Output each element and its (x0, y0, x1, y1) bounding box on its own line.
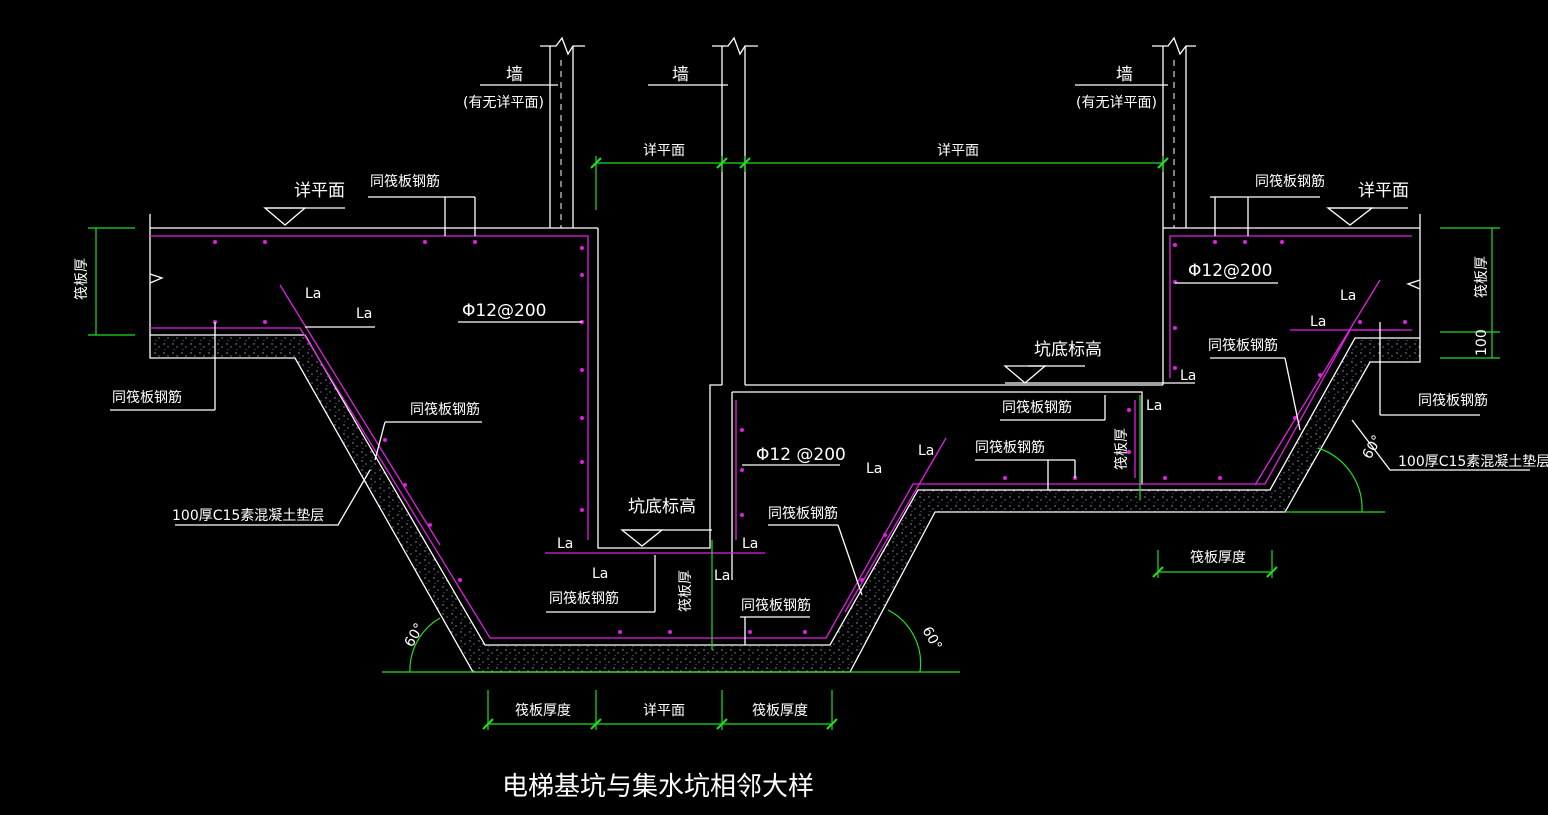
rebar-label-right-slope: 同筏板钢筋 (1208, 337, 1278, 354)
angle-right: 60° (1360, 432, 1386, 462)
wall-label-left: 墙 (506, 65, 523, 85)
wall-label-middle: 墙 (672, 65, 689, 85)
rebar-spec-middle: Φ12 @200 (756, 445, 846, 465)
dim-raft-thickness-2: 筏板厚度 (752, 702, 808, 719)
drawing-title: 电梯基坑与集水坑相邻大样 (502, 772, 814, 802)
la-label-6: La (1146, 398, 1162, 414)
rebar-spec-left: Φ12@200 (462, 301, 546, 321)
wall-label-right: 墙 (1116, 65, 1133, 85)
dim-raft-thickness-1: 筏板厚度 (515, 702, 571, 719)
rebar-spec-right: Φ12@200 (1188, 261, 1272, 281)
text-labels: 墙 (有无详平面) 墙 墙 (有无详平面) 详平面 详平面 详平面 详平面 同筏… (73, 65, 1548, 802)
la-label-9: La (557, 536, 573, 552)
la-label-5: La (1180, 368, 1196, 384)
raft-thick-pit: 筏板厚 (677, 570, 694, 612)
dim-detail-plan-2: 详平面 (937, 143, 979, 159)
la-label-8: La (866, 461, 882, 477)
la-label-2: La (356, 306, 372, 322)
dim-detail-plan-bottom: 详平面 (643, 703, 685, 719)
dim-raft-thickness-right: 筏板厚度 (1190, 549, 1246, 566)
rebar-label-sump-1: 同筏板钢筋 (1002, 399, 1072, 416)
pit-bottom-elev-right: 坑底标高 (1034, 340, 1102, 360)
detail-plan-label-left: 详平面 (294, 181, 345, 201)
dim-100: 100 (1474, 329, 1490, 356)
raft-thick-left: 筏板厚 (73, 258, 90, 300)
wall-note-right: (有无详平面) (1076, 95, 1157, 111)
wall-middle (712, 36, 758, 385)
rebar-label-slope-middle: 同筏板钢筋 (768, 505, 838, 522)
la-label-1: La (305, 286, 321, 302)
cushion-label-left: 100厚C15素混凝土垫层 (172, 508, 324, 524)
cushion-layer-left (149, 334, 1421, 673)
rebar-label-left: 同筏板钢筋 (112, 389, 182, 406)
cushion-label-right: 100厚C15素混凝土垫层 (1398, 454, 1548, 470)
la-label-3: La (1340, 288, 1356, 304)
rebar-label-slope-left: 同筏板钢筋 (410, 401, 480, 418)
la-label-12: La (714, 568, 730, 584)
dimension-lines (88, 156, 1500, 730)
detail-plan-label-right: 详平面 (1358, 181, 1409, 201)
wall-note-left: (有无详平面) (463, 95, 544, 111)
pit-bottom-elev-left: 坑底标高 (628, 497, 696, 517)
rebar-label-top-right: 同筏板钢筋 (1255, 173, 1325, 190)
la-label-4: La (1310, 314, 1326, 330)
rebar-label-pit-bottom-2: 同筏板钢筋 (741, 597, 811, 614)
rebar-label-sump-2: 同筏板钢筋 (975, 439, 1045, 456)
rebar-label-right: 同筏板钢筋 (1418, 392, 1488, 409)
raft-thick-right: 筏板厚 (1473, 256, 1490, 298)
dimension-ticks (482, 157, 1278, 730)
rebar-dots (213, 240, 1407, 634)
wall-right (1152, 36, 1196, 228)
rebar-lines (150, 235, 1412, 639)
la-label-11: La (592, 566, 608, 582)
rebar-label-pit-bottom: 同筏板钢筋 (549, 590, 619, 607)
raft-thick-sump: 筏板厚 (1113, 428, 1130, 470)
la-label-7: La (918, 443, 934, 459)
leader-lines (110, 84, 1530, 645)
angle-left: 60° (402, 620, 428, 650)
concrete-outline (149, 214, 1421, 580)
la-label-10: La (742, 536, 758, 552)
wall-left (540, 36, 585, 228)
rebar-label-top-left: 同筏板钢筋 (370, 173, 440, 190)
angle-middle: 60° (919, 624, 945, 654)
dim-detail-plan-1: 详平面 (643, 143, 685, 159)
